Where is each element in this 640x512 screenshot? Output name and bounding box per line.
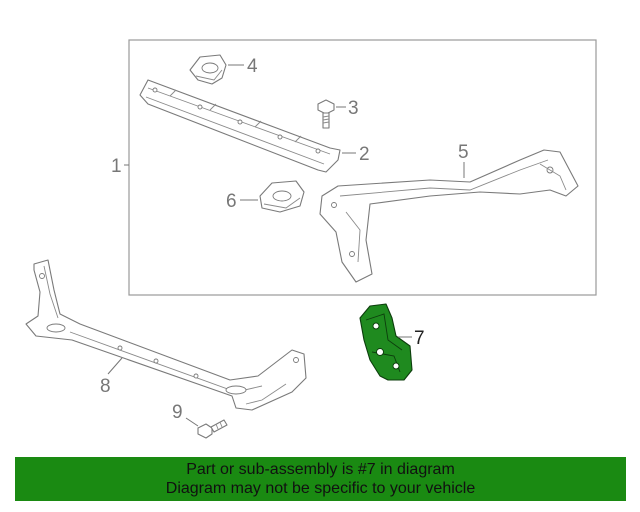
callout-7[interactable]: 7 [414, 328, 425, 349]
callout-5[interactable]: 5 [458, 142, 469, 163]
part-5-side-rail [319, 149, 579, 283]
banner-line-2: Diagram may not be specific to your vehi… [165, 480, 476, 497]
info-banner: Part or sub-assembly is #7 in diagram Di… [15, 457, 626, 501]
part-3-bolt [317, 99, 335, 129]
callout-9[interactable]: 9 [172, 402, 183, 423]
callout-3[interactable]: 3 [348, 98, 359, 119]
parts-diagram: 1 2 4 3 6 [25, 39, 597, 439]
callout-4[interactable]: 4 [247, 56, 258, 77]
assembly-frame [128, 39, 597, 296]
part-2-upper-tie-bar [139, 79, 341, 173]
callout-6[interactable]: 6 [226, 191, 237, 212]
part-9-bolt [197, 419, 228, 439]
part-6-lower-mount [259, 180, 305, 213]
part-8-lower-crossmember [25, 259, 307, 411]
part-7-bracket-highlighted[interactable] [359, 303, 413, 381]
callout-2[interactable]: 2 [359, 144, 370, 165]
part-4-upper-mount [189, 54, 227, 85]
callout-1[interactable]: 1 [111, 156, 122, 177]
banner-line-1: Part or sub-assembly is #7 in diagram [186, 461, 455, 478]
callout-8[interactable]: 8 [100, 376, 111, 397]
